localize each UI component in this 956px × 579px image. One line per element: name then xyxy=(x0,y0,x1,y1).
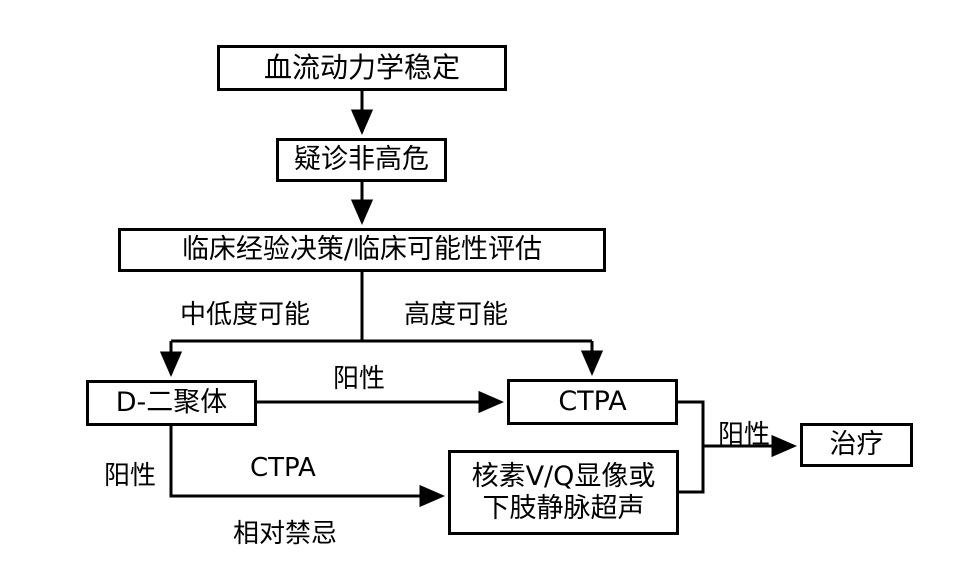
edge-label-relative-contraindication: 相对禁忌 xyxy=(233,519,338,549)
edge-label-positive-to-ctpa: 阳性 xyxy=(333,364,386,394)
node-hemodynamic-stable[interactable]: 血流动力学稳定 xyxy=(217,45,507,91)
node-treatment-label: 治疗 xyxy=(829,429,884,461)
node-ctpa-label: CTPA xyxy=(558,386,627,418)
edge-label-positive-d-dimer: 阳性 xyxy=(104,461,157,491)
node-hemodynamic-stable-label: 血流动力学稳定 xyxy=(263,50,460,84)
node-clinical-assessment[interactable]: 临床经验决策/临床可能性评估 xyxy=(118,228,606,272)
node-d-dimer[interactable]: D-二聚体 xyxy=(86,380,257,426)
node-vq-scan-or-ultrasound-label: 核素V/Q显像或 下肢静脉超声 xyxy=(471,461,656,524)
node-d-dimer-label: D-二聚体 xyxy=(115,387,228,419)
edge-label-high-probability: 高度可能 xyxy=(404,300,509,330)
connector-d-dimer-to-vq xyxy=(169,426,445,508)
edge-label-positive-to-treatment: 阳性 xyxy=(718,420,771,450)
edge-label-low-moderate-probability: 中低度可能 xyxy=(180,300,311,330)
node-treatment[interactable]: 治疗 xyxy=(800,423,913,467)
node-suspected-non-high-risk-label: 疑诊非高危 xyxy=(294,144,429,176)
node-ctpa[interactable]: CTPA xyxy=(507,379,678,425)
connector-merge-bracket xyxy=(678,400,705,494)
node-vq-scan-or-ultrasound[interactable]: 核素V/Q显像或 下肢静脉超声 xyxy=(448,450,679,535)
edge-label-ctpa-contraindication: CTPA xyxy=(250,453,316,483)
node-clinical-assessment-label: 临床经验决策/临床可能性评估 xyxy=(181,234,543,266)
node-suspected-non-high-risk[interactable]: 疑诊非高危 xyxy=(276,138,447,182)
